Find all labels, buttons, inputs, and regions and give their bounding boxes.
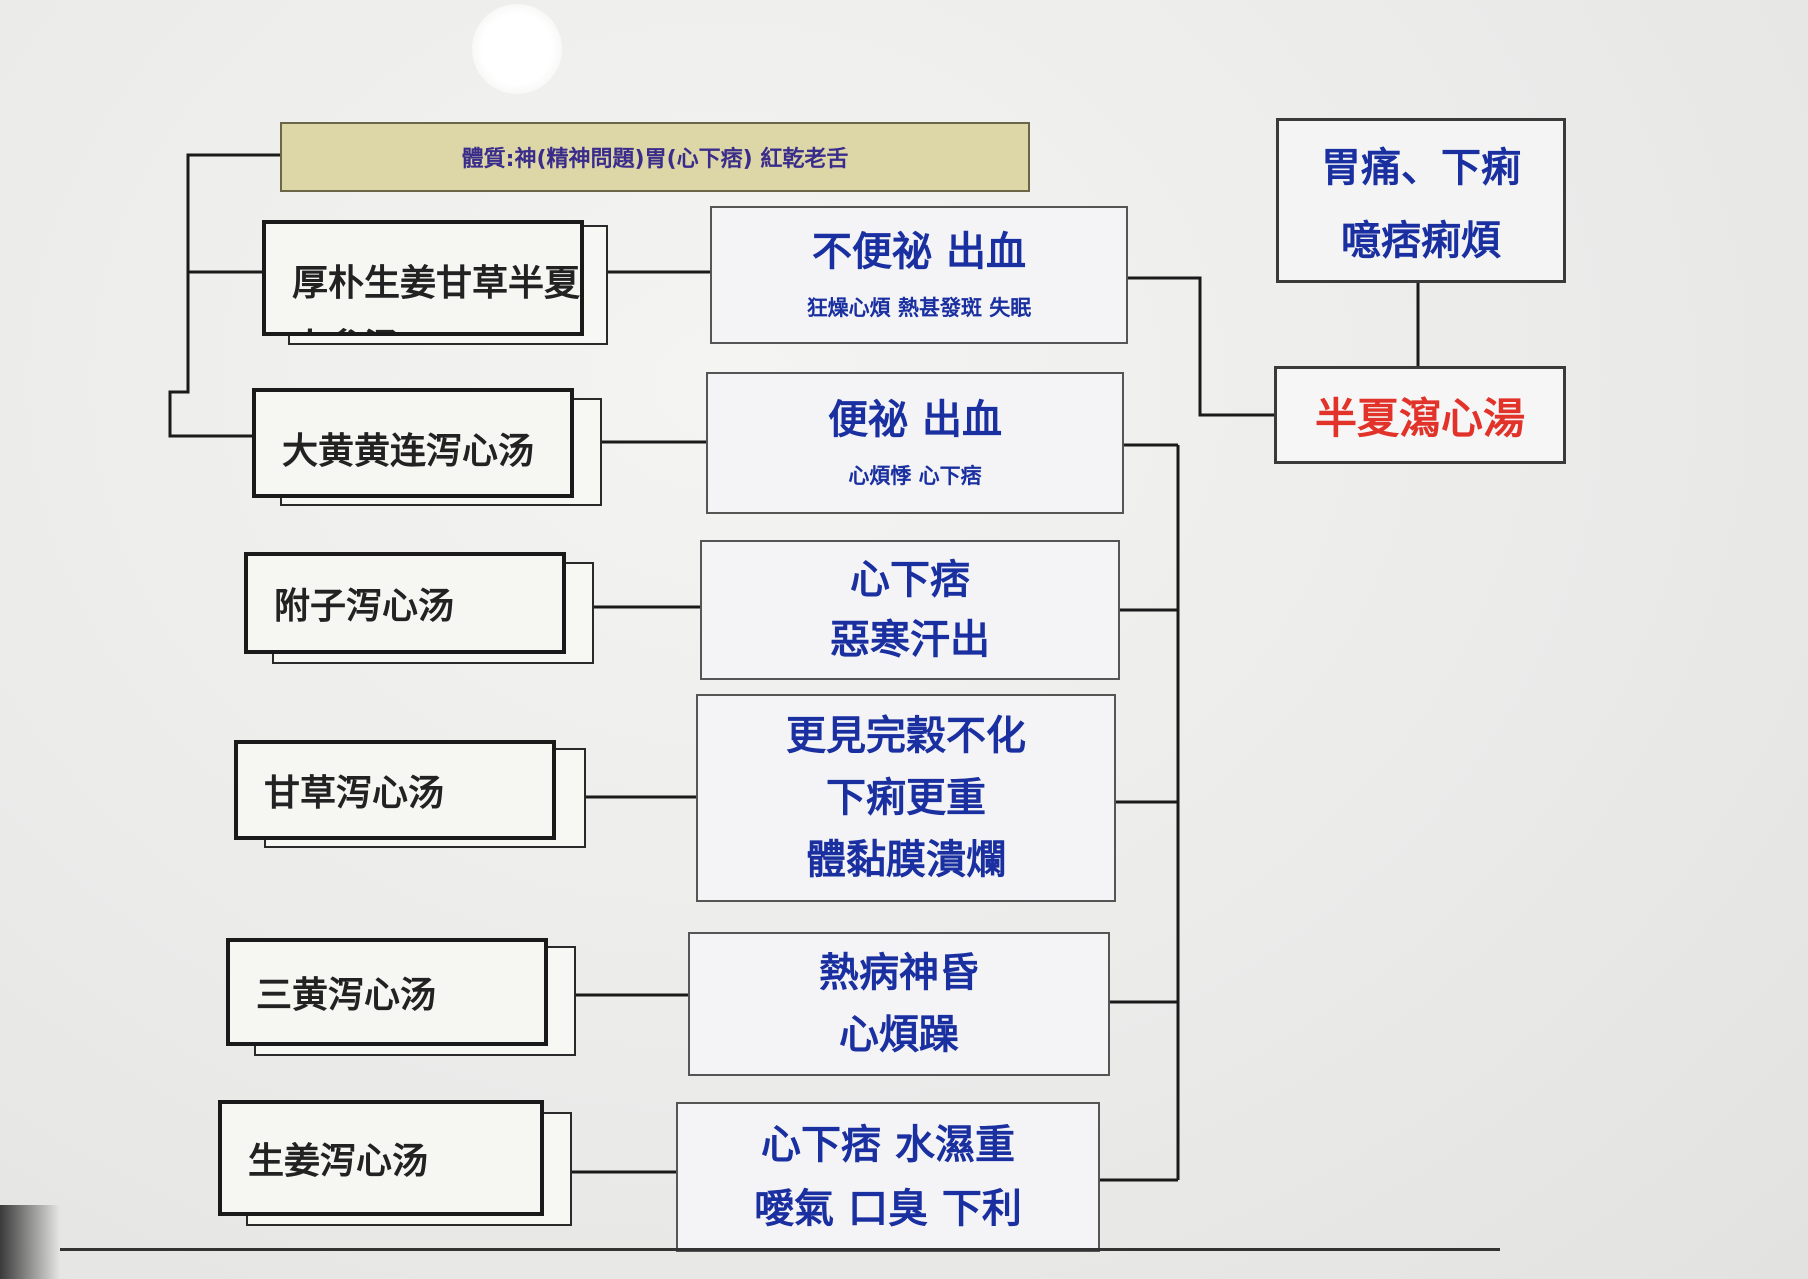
symptom-detail: 狂燥心煩 熱甚發斑 失眠 bbox=[806, 295, 1032, 320]
symptom-line: 惡寒汗出 bbox=[830, 617, 990, 663]
symptom-line: 心下痞 水濕重 bbox=[761, 1122, 1015, 1169]
symptom-main: 不便祕 出血 bbox=[812, 229, 1026, 276]
symptom-box-5: 熱病神昏 心煩躁 bbox=[688, 932, 1110, 1076]
symptom-main: 便祕 出血 bbox=[828, 396, 1002, 443]
photo-shadow bbox=[0, 1205, 60, 1279]
symptom-line: 下痢更重 bbox=[826, 775, 986, 821]
formula-gancao: 甘草泻心汤 bbox=[234, 740, 556, 840]
bottom-divider bbox=[60, 1248, 1500, 1251]
indication-line: 胃痛、下痢 bbox=[1321, 145, 1521, 192]
connector-bracket-top bbox=[186, 153, 282, 274]
main-formula-banxia: 半夏瀉心湯 bbox=[1274, 366, 1566, 464]
symptom-line: 體黏膜潰爛 bbox=[806, 837, 1006, 883]
indication-line: 噫痞痢煩 bbox=[1341, 217, 1501, 264]
indication-box: 胃痛、下痢 噫痞痢煩 bbox=[1276, 118, 1566, 283]
symptom-detail: 心煩悸 心下痞 bbox=[848, 464, 982, 489]
formula-dahuang: 大黄黄连泻心汤 bbox=[252, 388, 574, 498]
light-glare bbox=[472, 4, 562, 94]
symptom-line: 心煩躁 bbox=[839, 1011, 959, 1058]
formula-sanhuang: 三黄泻心汤 bbox=[226, 938, 548, 1046]
symptom-box-3: 心下痞 惡寒汗出 bbox=[700, 540, 1120, 680]
constitution-header: 體質:神(精神問題)胃(心下痞) 紅乾老舌 bbox=[280, 122, 1030, 192]
symptom-line: 噯氣 口臭 下利 bbox=[754, 1185, 1022, 1232]
connector-bracket-left bbox=[168, 272, 252, 438]
symptom-box-4: 更見完穀不化 下痢更重 體黏膜潰爛 bbox=[696, 694, 1116, 902]
formula-hpo-bansha: 厚朴生姜甘草半夏人参汤 bbox=[262, 220, 584, 336]
symptom-line: 更見完穀不化 bbox=[786, 713, 1026, 759]
symptom-box-6: 心下痞 水濕重 噯氣 口臭 下利 bbox=[676, 1102, 1100, 1252]
symptom-line: 熱病神昏 bbox=[819, 950, 979, 997]
symptom-line: 心下痞 bbox=[850, 557, 970, 603]
trunk-top bbox=[1128, 276, 1276, 417]
formula-fuzi: 附子泻心汤 bbox=[244, 552, 566, 654]
symptom-box-1: 不便祕 出血 狂燥心煩 熱甚發斑 失眠 bbox=[710, 206, 1128, 344]
formula-shengjiang: 生姜泻心汤 bbox=[218, 1100, 544, 1216]
symptom-box-2: 便祕 出血 心煩悸 心下痞 bbox=[706, 372, 1124, 514]
